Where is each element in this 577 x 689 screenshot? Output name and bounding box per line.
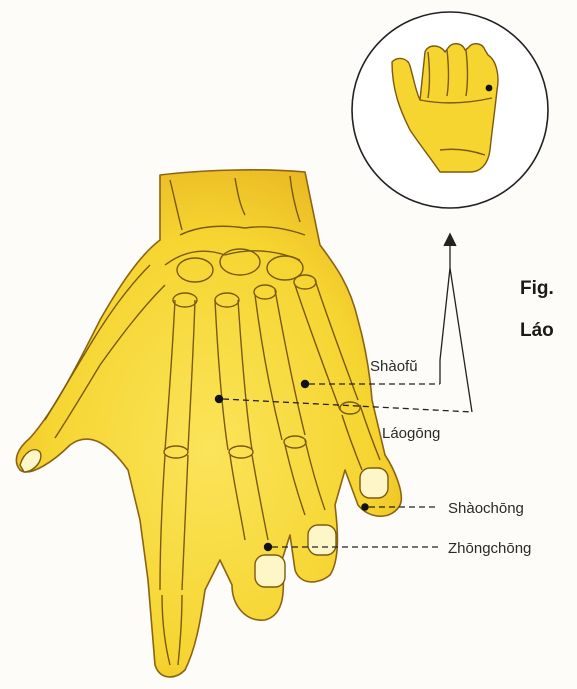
inset-magnifier <box>352 12 548 208</box>
shaofu-point <box>301 380 309 388</box>
shaofu-label: Shàofŭ <box>370 358 418 375</box>
shaochong-label: Shàochōng <box>448 500 524 517</box>
figure-caption-line1: Fig. <box>520 278 554 300</box>
figure-caption-line2: Láo <box>520 320 554 342</box>
middle-finger-nail <box>255 555 285 587</box>
zhongchong-label: Zhōngchōng <box>448 540 531 557</box>
inset-arrowhead <box>444 234 456 246</box>
ring-finger-nail <box>308 525 336 555</box>
inset-laogong-point <box>486 85 493 92</box>
laogong-point <box>215 395 223 403</box>
little-finger-nail <box>360 468 388 498</box>
laogong-riser <box>440 268 472 412</box>
zhongchong-point <box>264 543 272 551</box>
hand-silhouette <box>16 170 401 677</box>
laogong-label: Láogōng <box>382 425 440 442</box>
shaochong-point <box>361 503 369 511</box>
